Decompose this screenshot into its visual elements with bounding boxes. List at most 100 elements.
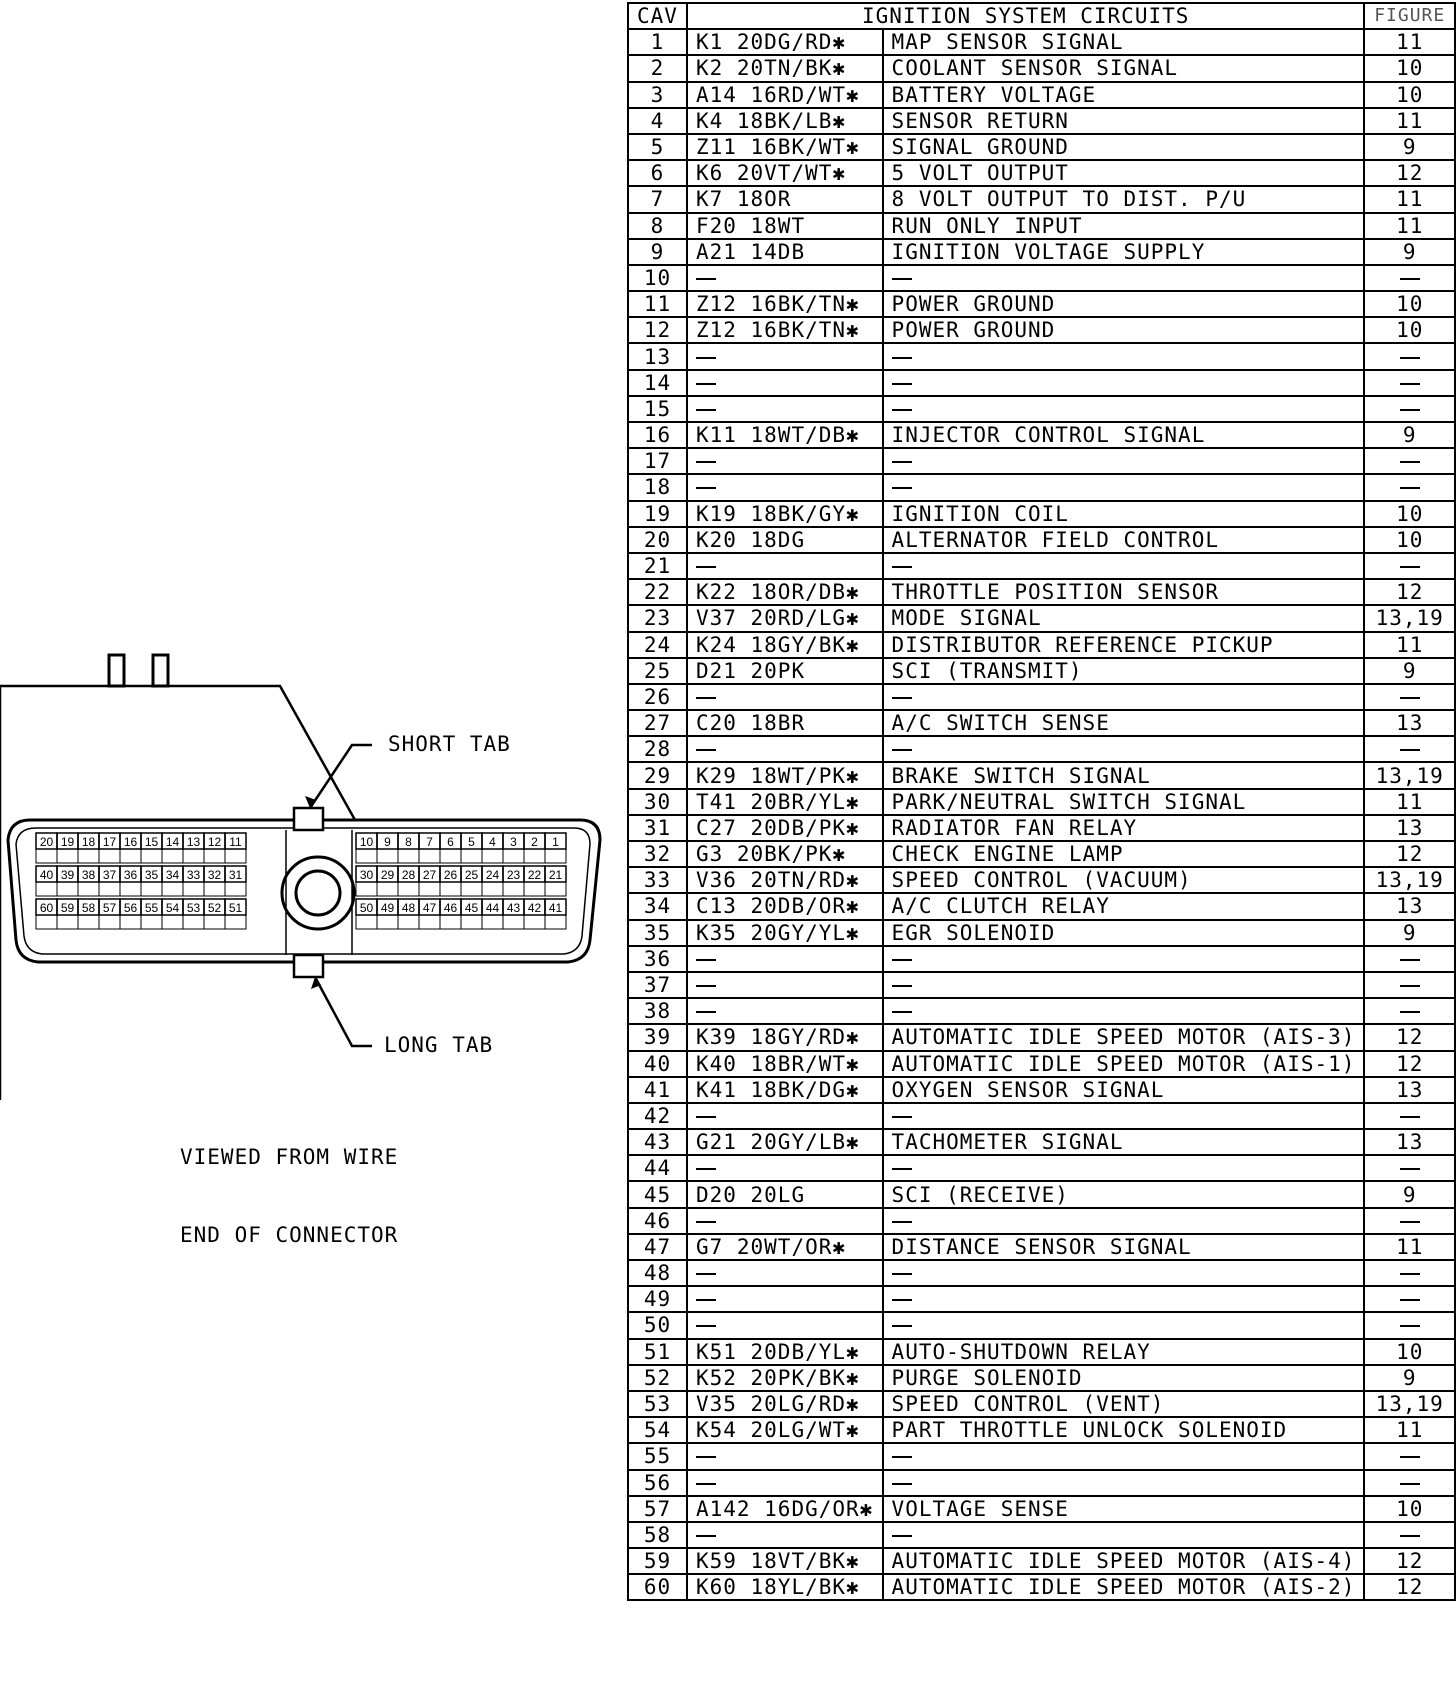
cav-cell: 29 — [627, 761, 688, 790]
function-cell — [881, 1311, 1366, 1340]
function-cell — [881, 970, 1366, 1000]
function-cell — [881, 473, 1366, 502]
function-cell: OXYGEN SENSOR SIGNAL — [881, 1075, 1366, 1104]
function-cell: PURGE SOLENOID — [881, 1363, 1366, 1392]
cav-cell: 2 — [627, 54, 688, 83]
pin-number: 47 — [423, 901, 437, 915]
empty-dash — [695, 696, 716, 699]
cav-cell: 27 — [627, 709, 688, 738]
empty-dash — [891, 1220, 912, 1223]
empty-dash — [891, 487, 912, 490]
cav-cell: 46 — [627, 1206, 688, 1235]
pin-cavity: 40 — [35, 865, 58, 897]
empty-dash — [891, 461, 912, 464]
function-cell — [881, 1206, 1366, 1235]
pin-cavity: 21 — [544, 865, 567, 897]
wire-cell: K29 18WT/PK✱ — [685, 761, 884, 790]
pin-cavity: 22 — [523, 865, 546, 897]
pin-cavity: 51 — [224, 898, 247, 930]
pin-number: 55 — [145, 901, 159, 915]
pin-cavity: 15 — [140, 832, 163, 864]
function-cell — [881, 944, 1366, 973]
empty-dash — [695, 1456, 716, 1459]
empty-dash — [1399, 696, 1420, 699]
pin-number: 13 — [187, 835, 201, 849]
empty-dash — [695, 408, 716, 411]
cav-cell: 42 — [627, 1101, 688, 1131]
wire-cell: Z12 16BK/TN✱ — [685, 316, 884, 345]
pin-number: 51 — [229, 901, 243, 915]
pin-cavity: 10 — [355, 832, 378, 864]
function-cell: BRAKE SWITCH SIGNAL — [881, 761, 1366, 790]
function-cell: IGNITION VOLTAGE SUPPLY — [881, 237, 1366, 266]
function-cell: DISTANCE SENSOR SIGNAL — [881, 1232, 1366, 1262]
wire-cell: G21 20GY/LB✱ — [685, 1128, 884, 1157]
empty-dash — [695, 958, 716, 961]
empty-dash — [695, 382, 716, 385]
wire-cell: V37 20RD/LG✱ — [685, 604, 884, 633]
pin-number: 9 — [384, 835, 391, 849]
wire-cell: K54 20LG/WT✱ — [685, 1416, 884, 1445]
figure-cell — [1363, 1442, 1456, 1471]
table-row: 10 — [627, 263, 1456, 293]
wire-cell: V36 20TN/RD✱ — [685, 866, 884, 895]
empty-dash — [1399, 356, 1420, 359]
function-cell — [881, 551, 1366, 581]
wire-cell: K41 18BK/DG✱ — [685, 1075, 884, 1104]
center-bolt-outer — [280, 855, 356, 931]
pin-cavity: 6 — [439, 832, 462, 864]
table-row: 17 — [627, 447, 1456, 476]
cav-cell: 56 — [627, 1468, 688, 1497]
figure-cell — [1363, 1520, 1456, 1550]
pin-cavity: 42 — [523, 898, 546, 930]
table-row: 14 — [627, 368, 1456, 397]
function-cell: SIGNAL GROUND — [881, 132, 1366, 162]
table-row: 26 — [627, 682, 1456, 712]
figure-cell: 11 — [1363, 1416, 1456, 1445]
cav-cell: 20 — [627, 525, 688, 554]
pin-number: 34 — [166, 868, 180, 882]
pin-cavity: 17 — [98, 832, 121, 864]
figure-cell: 9 — [1363, 918, 1456, 947]
empty-dash — [891, 1325, 912, 1328]
short-tab-leader — [308, 743, 372, 809]
function-cell — [881, 1258, 1366, 1288]
cav-cell: 16 — [627, 420, 688, 450]
cav-cell: 31 — [627, 813, 688, 843]
function-cell: AUTOMATIC IDLE SPEED MOTOR (AIS-1) — [881, 1049, 1366, 1078]
pin-cavity: 16 — [119, 832, 142, 864]
figure-cell — [1363, 263, 1456, 293]
function-cell — [881, 1442, 1366, 1471]
empty-dash — [1399, 1168, 1420, 1171]
pin-cavity: 57 — [98, 898, 121, 930]
table-row: 38 — [627, 997, 1456, 1026]
pin-number: 1 — [552, 835, 559, 849]
wire-cell — [685, 263, 884, 293]
connector-shell — [6, 818, 602, 964]
figure-cell: 13,19 — [1363, 761, 1456, 790]
cav-cell: 15 — [627, 394, 688, 424]
function-cell: COOLANT SENSOR SIGNAL — [881, 54, 1366, 83]
table-row: 15 — [627, 394, 1456, 424]
pin-number: 6 — [447, 835, 454, 849]
figure-cell: 9 — [1363, 1180, 1456, 1209]
empty-dash — [695, 1168, 716, 1171]
pin-number: 52 — [208, 901, 222, 915]
function-cell: 5 VOLT OUTPUT — [881, 159, 1366, 188]
cav-cell: 5 — [627, 132, 688, 162]
pin-cavity: 36 — [119, 865, 142, 897]
wire-cell: K24 18GY/BK✱ — [685, 630, 884, 659]
table-row: 42 — [627, 1101, 1456, 1131]
pin-cavity: 52 — [203, 898, 226, 930]
empty-dash — [695, 277, 716, 280]
pin-cavity: 11 — [224, 832, 247, 864]
pin-number: 42 — [528, 901, 542, 915]
cav-cell: 41 — [627, 1075, 688, 1104]
pin-cavity: 25 — [460, 865, 483, 897]
